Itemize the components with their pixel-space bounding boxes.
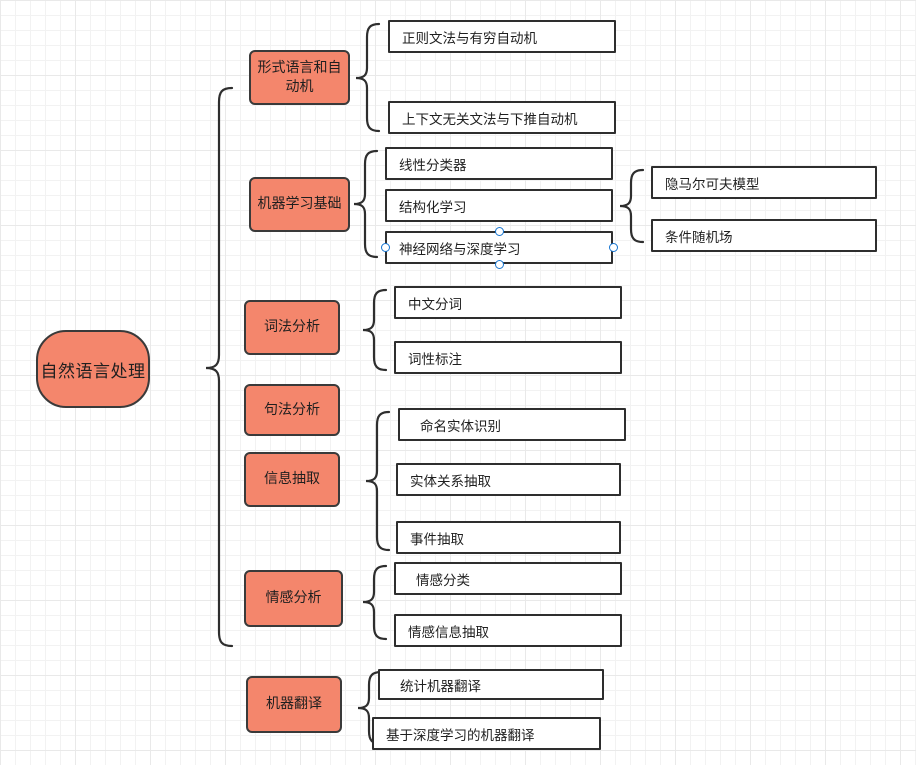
leaf-node-pos-tagging[interactable]: 词性标注 [394,341,622,374]
branch-node-information-extraction[interactable]: 信息抽取 [244,452,340,507]
selection-handle-left[interactable] [380,243,390,252]
leaf-node-deep-learning-machine-translation[interactable]: 基于深度学习的机器翻译 [372,717,601,750]
selection-handle-bottom[interactable] [494,259,504,269]
brace-neural-network [619,168,645,244]
branch-node-formal-language[interactable]: 形式语言和自动机 [249,50,350,105]
leaf-node-context-free-grammar[interactable]: 上下文无关文法与下推自动机 [388,101,616,134]
brace-ml-basics [353,149,379,259]
leaf-node-regular-grammar[interactable]: 正则文法与有穷自动机 [388,20,616,53]
leaf-node-named-entity-recognition[interactable]: 命名实体识别 [398,408,626,441]
leaf-node-linear-classifier[interactable]: 线性分类器 [385,147,613,180]
branch-node-machine-translation[interactable]: 机器翻译 [246,676,342,733]
leaf-node-statistical-machine-translation[interactable]: 统计机器翻译 [378,669,604,700]
brace-sentiment-analysis [362,564,388,641]
selection-handle-top[interactable] [494,226,504,236]
leaf-node-event-extraction[interactable]: 事件抽取 [396,521,621,554]
leaf-node-hidden-markov-model[interactable]: 隐马尔可夫模型 [651,166,877,199]
branch-node-lexical-analysis[interactable]: 词法分析 [244,300,340,355]
branch-node-sentiment-analysis[interactable]: 情感分析 [244,570,343,627]
branch-node-ml-basics[interactable]: 机器学习基础 [249,177,350,232]
root-node[interactable]: 自然语言处理 [36,330,150,408]
brace-root [205,86,234,648]
leaf-node-structured-learning[interactable]: 结构化学习 [385,189,613,222]
brace-information-extraction [365,410,391,552]
brace-formal-language [355,22,381,133]
leaf-node-chinese-word-segmentation[interactable]: 中文分词 [394,286,622,319]
leaf-node-entity-relation-extraction[interactable]: 实体关系抽取 [396,463,621,496]
leaf-node-sentiment-classification[interactable]: 情感分类 [394,562,622,595]
selection-handle-right[interactable] [608,243,618,252]
branch-node-syntactic-analysis[interactable]: 句法分析 [244,384,340,436]
brace-lexical-analysis [362,288,388,372]
leaf-node-sentiment-information-extraction[interactable]: 情感信息抽取 [394,614,622,647]
leaf-node-conditional-random-field[interactable]: 条件随机场 [651,219,877,252]
